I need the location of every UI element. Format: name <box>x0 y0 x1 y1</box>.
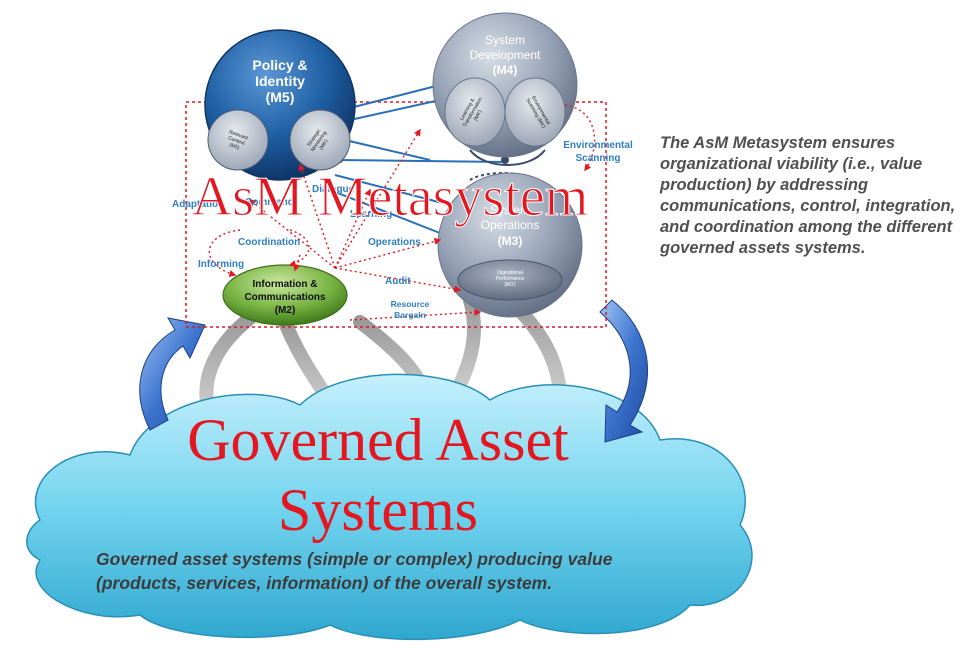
cloud-title-line1: Governed Asset <box>187 407 569 473</box>
flow-label-command: Command <box>245 197 294 208</box>
operations-label-3: (M3) <box>498 234 523 248</box>
information-communications-node: Information & Communications (M2) <box>222 264 348 326</box>
policy-label-3: (M5) <box>266 89 295 105</box>
flow-label-env-1: Environmental <box>563 140 633 151</box>
development-label-1: System <box>485 33 525 47</box>
policy-sub-right-3: (M5') <box>318 138 330 151</box>
cloud-title-line2: Systems <box>278 477 478 543</box>
flow-label-dialogue: Dialogue <box>312 184 355 195</box>
metasystem-boundary <box>185 101 607 328</box>
policy-sub-left-3: (M5) <box>228 142 240 151</box>
system-development-sphere: System Development (M4) Learning & Trans… <box>432 12 578 158</box>
policy-label-1: Policy & <box>252 57 307 73</box>
policy-sub-left-2: Context <box>227 135 246 147</box>
governed-assets-cloud <box>26 373 753 641</box>
right-curved-arrow <box>599 299 649 443</box>
operations-sub-3: (M3') <box>504 282 516 288</box>
flow-label-env-2: Scanning <box>575 153 620 164</box>
cloud-description-line2: (products, services, information) of the… <box>96 573 553 593</box>
info-label-1: Information & <box>253 279 318 290</box>
development-label-2: Development <box>470 48 541 62</box>
flow-label-resource-2: Bargain <box>394 310 426 320</box>
cloud-description: Governed asset systems (simple or comple… <box>96 547 716 595</box>
flow-label-audit: Audit <box>385 276 411 287</box>
system-operations-sphere: System Operations (M3) Operational Perfo… <box>437 172 583 318</box>
operations-label-2: Operations <box>481 218 540 232</box>
red-flow-arrows <box>208 104 596 321</box>
policy-label-2: Identity <box>255 73 305 89</box>
info-label-2: Communications <box>244 292 326 303</box>
policy-identity-sphere: Policy & Identity (M5) Relevant Context … <box>204 29 356 181</box>
metasystem-title: AsM Metasystem <box>192 166 589 228</box>
flow-label-adaptation: Adaptation <box>172 199 224 210</box>
flow-label-resource-1: Resource <box>391 299 430 309</box>
development-sub-left-3: (M4') <box>473 109 484 122</box>
info-label-3: (M2) <box>275 305 296 316</box>
operations-label-1: System <box>490 203 530 217</box>
flow-label-informing: Informing <box>198 259 244 270</box>
operations-sub-2: Performance <box>496 276 525 282</box>
flow-labels: Environmental Scanning Dialogue Command … <box>172 140 633 320</box>
flow-label-learning: Learning <box>350 209 392 220</box>
cloud-description-line1: Governed asset systems (simple or comple… <box>96 549 613 569</box>
flow-label-operations: Operations <box>368 237 421 248</box>
development-label-3: (M4) <box>493 63 518 77</box>
operations-sub-1: Operational <box>497 270 523 276</box>
flow-label-coordination: Coordination <box>238 237 300 248</box>
metasystem-description: The AsM Metasystem ensures organizationa… <box>660 134 956 257</box>
